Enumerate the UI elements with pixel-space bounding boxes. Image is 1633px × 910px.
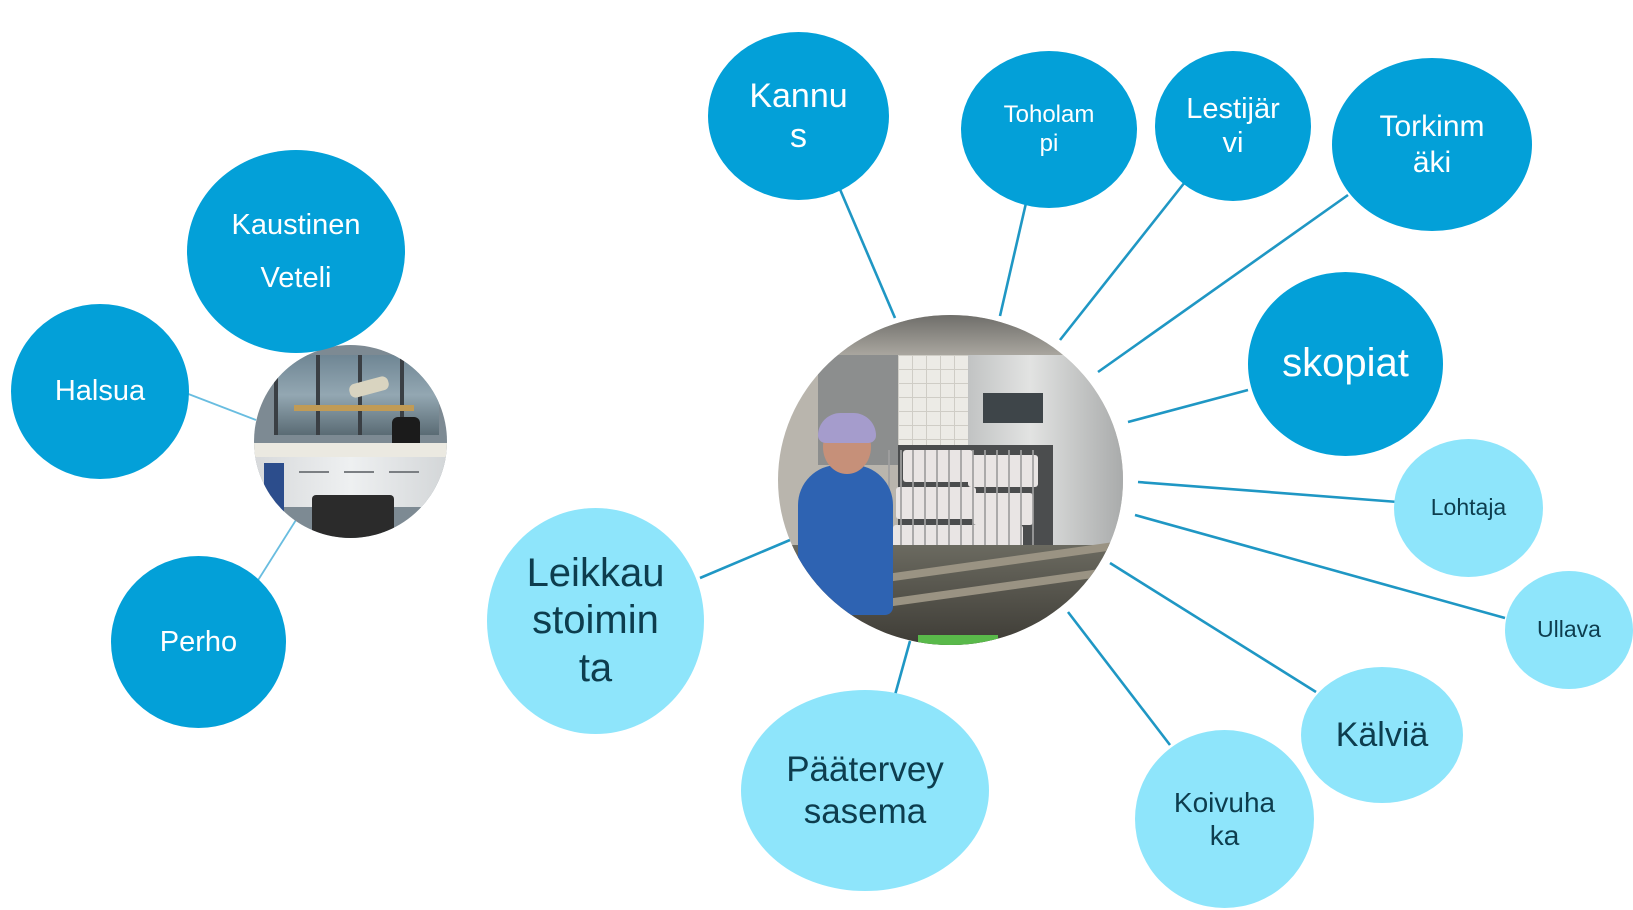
left-center-photo (254, 345, 447, 538)
node-leikkaustoiminta: Leikkau stoimin ta (487, 508, 704, 734)
connector-kalvia (1109, 561, 1317, 694)
connector-halsua (177, 389, 257, 421)
node-kaustinen-veteli: Kaustinen Veteli (187, 150, 405, 353)
node-torkinmaki: Torkinm äki (1332, 58, 1532, 231)
connector-toholampi (998, 202, 1028, 317)
node-kannus: Kannu s (708, 32, 889, 200)
node-perho: Perho (111, 556, 286, 728)
connector-paaterveysasema (893, 640, 912, 696)
connector-skopiat (1127, 388, 1249, 424)
node-halsua: Halsua (11, 304, 189, 479)
node-ullava: Ullava (1505, 571, 1633, 689)
connector-lohtaja (1137, 480, 1399, 504)
connector-perho (254, 519, 297, 586)
connector-kannus (834, 179, 897, 319)
central-photo (778, 315, 1123, 645)
connector-leikkaustoiminta (699, 538, 791, 580)
node-kalvia: Kälviä (1301, 667, 1463, 803)
node-koivuhaka: Koivuha ka (1135, 730, 1314, 908)
connector-ullava (1134, 513, 1506, 620)
node-skopiat: skopiat (1248, 272, 1443, 456)
node-lohtaja: Lohtaja (1394, 439, 1543, 577)
connector-lestijarvi (1058, 181, 1187, 341)
node-toholampi: Toholam pi (961, 51, 1137, 208)
node-lestijarvi: Lestijär vi (1155, 51, 1311, 201)
node-paaterveysasema: Päätervey sasema (741, 690, 989, 891)
connector-torkinmaki (1097, 193, 1349, 374)
